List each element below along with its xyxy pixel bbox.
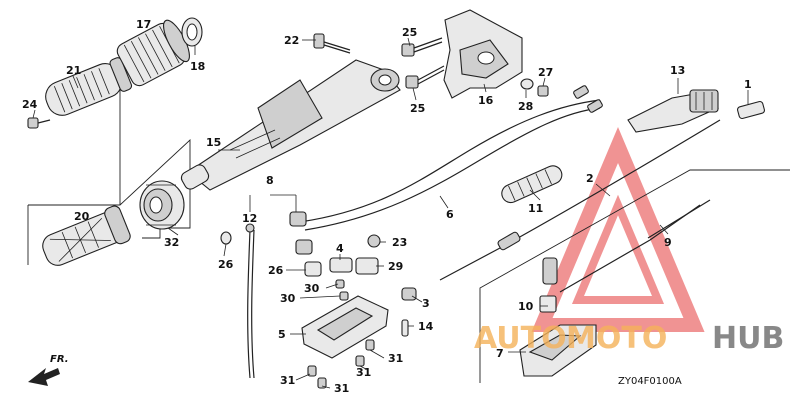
- callout-10: 10: [518, 300, 534, 313]
- nut-27: [537, 85, 549, 97]
- callout-16: 16: [478, 94, 494, 107]
- callout-labels: 1 2 3 4 5 6 7 8 9 10 11 12 13 14 15 16 1…: [22, 18, 752, 395]
- harness-connector-8b: [295, 239, 313, 255]
- bolt-22: [313, 33, 351, 54]
- callout-3: 3: [422, 297, 430, 310]
- callout-31-b: 31: [356, 366, 371, 379]
- clip-10: [539, 257, 558, 313]
- pin-14: [401, 319, 409, 337]
- svg-text:MOTO: MOTO: [566, 321, 667, 356]
- throttle-grip-21: [45, 57, 133, 116]
- throttle-pulley-32: [139, 180, 185, 230]
- lower-cable-frame: [479, 169, 790, 383]
- ring-18: [181, 17, 203, 47]
- callout-14: 14: [418, 320, 434, 333]
- washer-28: [520, 78, 534, 90]
- diagram-code: ZY04F0100A: [618, 376, 682, 387]
- harness-connector-8a: [289, 211, 307, 227]
- callout-30-lower: 30: [280, 292, 296, 305]
- stop-switch-13: [627, 89, 719, 133]
- callout-28: 28: [518, 100, 533, 113]
- callout-6: 6: [446, 208, 454, 221]
- throttle-housing-17: [116, 19, 190, 87]
- watermark-text: AUTO MOTO HUB: [474, 321, 784, 356]
- callout-31-c: 31: [280, 374, 295, 387]
- bracket-7: [519, 324, 597, 377]
- callout-9: 9: [664, 236, 672, 249]
- cable-9: [559, 199, 711, 293]
- callout-26-right: 26: [268, 264, 284, 277]
- wire-harness-6: [299, 85, 603, 231]
- callout-24: 24: [22, 98, 38, 111]
- callout-25-upper: 25: [402, 26, 417, 39]
- callout-20: 20: [74, 210, 90, 223]
- chain-12: [245, 223, 255, 379]
- callout-2: 2: [586, 172, 594, 185]
- leader-lines: [32, 37, 749, 389]
- callout-32: 32: [164, 236, 179, 249]
- callout-22: 22: [284, 34, 299, 47]
- grommet-26-left: [220, 231, 232, 245]
- screws-31: [307, 339, 375, 389]
- bolt-25-lower: [405, 65, 445, 89]
- plate-5: [301, 295, 389, 359]
- svg-text:HUB: HUB: [712, 321, 784, 356]
- tiller-handle-15: [180, 59, 401, 191]
- callout-30-upper: 30: [304, 282, 320, 295]
- bolt-23: [367, 234, 381, 248]
- screw-24: [27, 117, 51, 129]
- callout-4: 4: [336, 242, 344, 255]
- callout-31-d: 31: [334, 382, 349, 395]
- callout-31-a: 31: [388, 352, 403, 365]
- grommet-26-right: [304, 261, 322, 277]
- callout-21: 21: [66, 64, 81, 77]
- knob-3: [401, 287, 417, 301]
- svg-text:FR.: FR.: [50, 354, 69, 365]
- callout-18: 18: [190, 60, 205, 73]
- clamp-29: [355, 257, 379, 275]
- callout-8: 8: [266, 174, 274, 187]
- front-direction-arrow: FR.: [28, 354, 69, 386]
- throttle-cable-2: [439, 119, 721, 281]
- grip-20: [42, 205, 131, 266]
- callout-29: 29: [388, 260, 403, 273]
- callout-27: 27: [538, 66, 553, 79]
- bolt-25-upper: [401, 37, 443, 57]
- callout-26-left: 26: [218, 258, 234, 271]
- callout-12: 12: [242, 212, 257, 225]
- watermark-logo-triangle: [531, 127, 705, 332]
- svg-text:AUTO: AUTO: [474, 321, 567, 356]
- tiller-bracket-16: [443, 9, 523, 99]
- screws-30: [335, 279, 349, 301]
- callout-1: 1: [744, 78, 752, 91]
- callout-25-lower: 25: [410, 102, 425, 115]
- callout-17: 17: [136, 18, 151, 31]
- callout-5: 5: [278, 328, 286, 341]
- callout-11: 11: [528, 202, 543, 215]
- tube-11: [501, 165, 563, 204]
- lanyard-clip-1: [737, 100, 765, 120]
- callout-13: 13: [670, 64, 685, 77]
- callout-23: 23: [392, 236, 407, 249]
- callout-15: 15: [206, 136, 221, 149]
- clamp-4: [329, 257, 353, 273]
- callout-7: 7: [496, 347, 504, 360]
